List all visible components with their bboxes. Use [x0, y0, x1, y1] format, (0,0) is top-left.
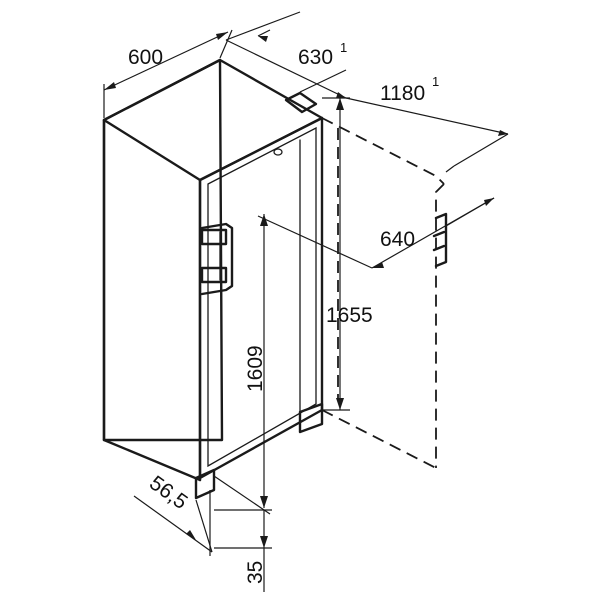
dim-side-offset-label: 56,5	[145, 471, 192, 514]
dim-depth-ext-back	[225, 11, 301, 41]
bottom-hinge	[298, 402, 324, 434]
open-door-outline	[321, 117, 448, 469]
cabinet-bottom-left-edge	[102, 438, 202, 482]
dim-side-offset-ext	[213, 475, 271, 515]
top-hinge	[284, 91, 318, 114]
dim-total-height-arrow-top	[336, 98, 344, 110]
dim-total-height-arrow-bottom	[336, 398, 344, 410]
dim-depth-ext-back2	[257, 29, 271, 37]
handle-upper-grip	[200, 222, 234, 296]
door-handle	[200, 222, 234, 296]
door-logo-icon	[273, 148, 283, 156]
door-inner-frame	[207, 126, 317, 468]
dim-width-line	[103, 31, 229, 91]
dim-total-height-label: 1655	[326, 304, 373, 327]
dim-depth-arrow-front	[336, 92, 346, 98]
dim-door-swing-label: 640	[380, 228, 415, 251]
dim-side-offset-arrow	[186, 530, 196, 540]
dim-door-swing: 640	[257, 197, 495, 269]
cabinet-top-face	[102, 58, 324, 182]
dim-inner-height: 1609	[244, 214, 268, 508]
open-door-outer-edge	[435, 183, 445, 468]
dim-open-depth-note: 1	[432, 74, 439, 89]
dim-open-depth-ext2	[445, 165, 455, 173]
dim-door-swing-line	[257, 215, 373, 269]
dim-depth-arrow-back	[258, 36, 268, 42]
cabinet-side-face	[102, 58, 224, 442]
dim-width-label: 600	[128, 46, 163, 69]
open-door-handle	[432, 212, 448, 268]
dim-side-offset: 56,5	[133, 471, 271, 553]
dim-width-ext-right	[219, 29, 233, 59]
dim-inner-height-arrow-top	[260, 214, 268, 226]
dim-width-arrow-right	[216, 32, 228, 40]
dim-side-offset-ext2	[195, 499, 213, 553]
handle-upper-block	[200, 228, 228, 246]
dim-depth-label: 630	[298, 46, 333, 69]
dim-depth: 630 1	[225, 11, 347, 99]
dim-foot-height-label: 35	[244, 561, 267, 584]
dim-inner-height-label: 1609	[244, 345, 267, 392]
open-door-top-edge	[321, 117, 445, 185]
open-door-bottom-edge	[321, 409, 437, 469]
dim-inner-height-arrow-bottom	[260, 496, 268, 508]
dim-side-offset-line	[133, 495, 213, 553]
dim-open-depth-ext	[453, 133, 509, 167]
dim-door-swing-arrow-left	[372, 262, 384, 268]
dim-width-arrow-left	[104, 82, 116, 90]
dim-open-depth-arrow	[498, 130, 508, 136]
dim-foot-height: 35	[209, 490, 272, 592]
dim-open-depth-line	[345, 97, 509, 135]
dim-open-depth-label: 1180	[380, 82, 425, 105]
dim-total-height: 1655	[322, 97, 373, 411]
dim-open-depth: 1180 1	[345, 74, 509, 173]
dim-foot-height-arrow	[260, 536, 268, 548]
dim-depth-line	[225, 39, 347, 99]
dim-depth-note: 1	[340, 40, 347, 55]
door-panel	[198, 116, 324, 480]
dim-door-swing-arrow-right	[484, 198, 494, 206]
fridge-cabinet	[102, 58, 324, 482]
handle-lower-block	[200, 266, 228, 284]
fridge-door	[194, 91, 324, 500]
dim-width: 600	[103, 29, 233, 118]
dim-depth-ext-front	[299, 69, 347, 93]
front-foot	[194, 468, 216, 500]
